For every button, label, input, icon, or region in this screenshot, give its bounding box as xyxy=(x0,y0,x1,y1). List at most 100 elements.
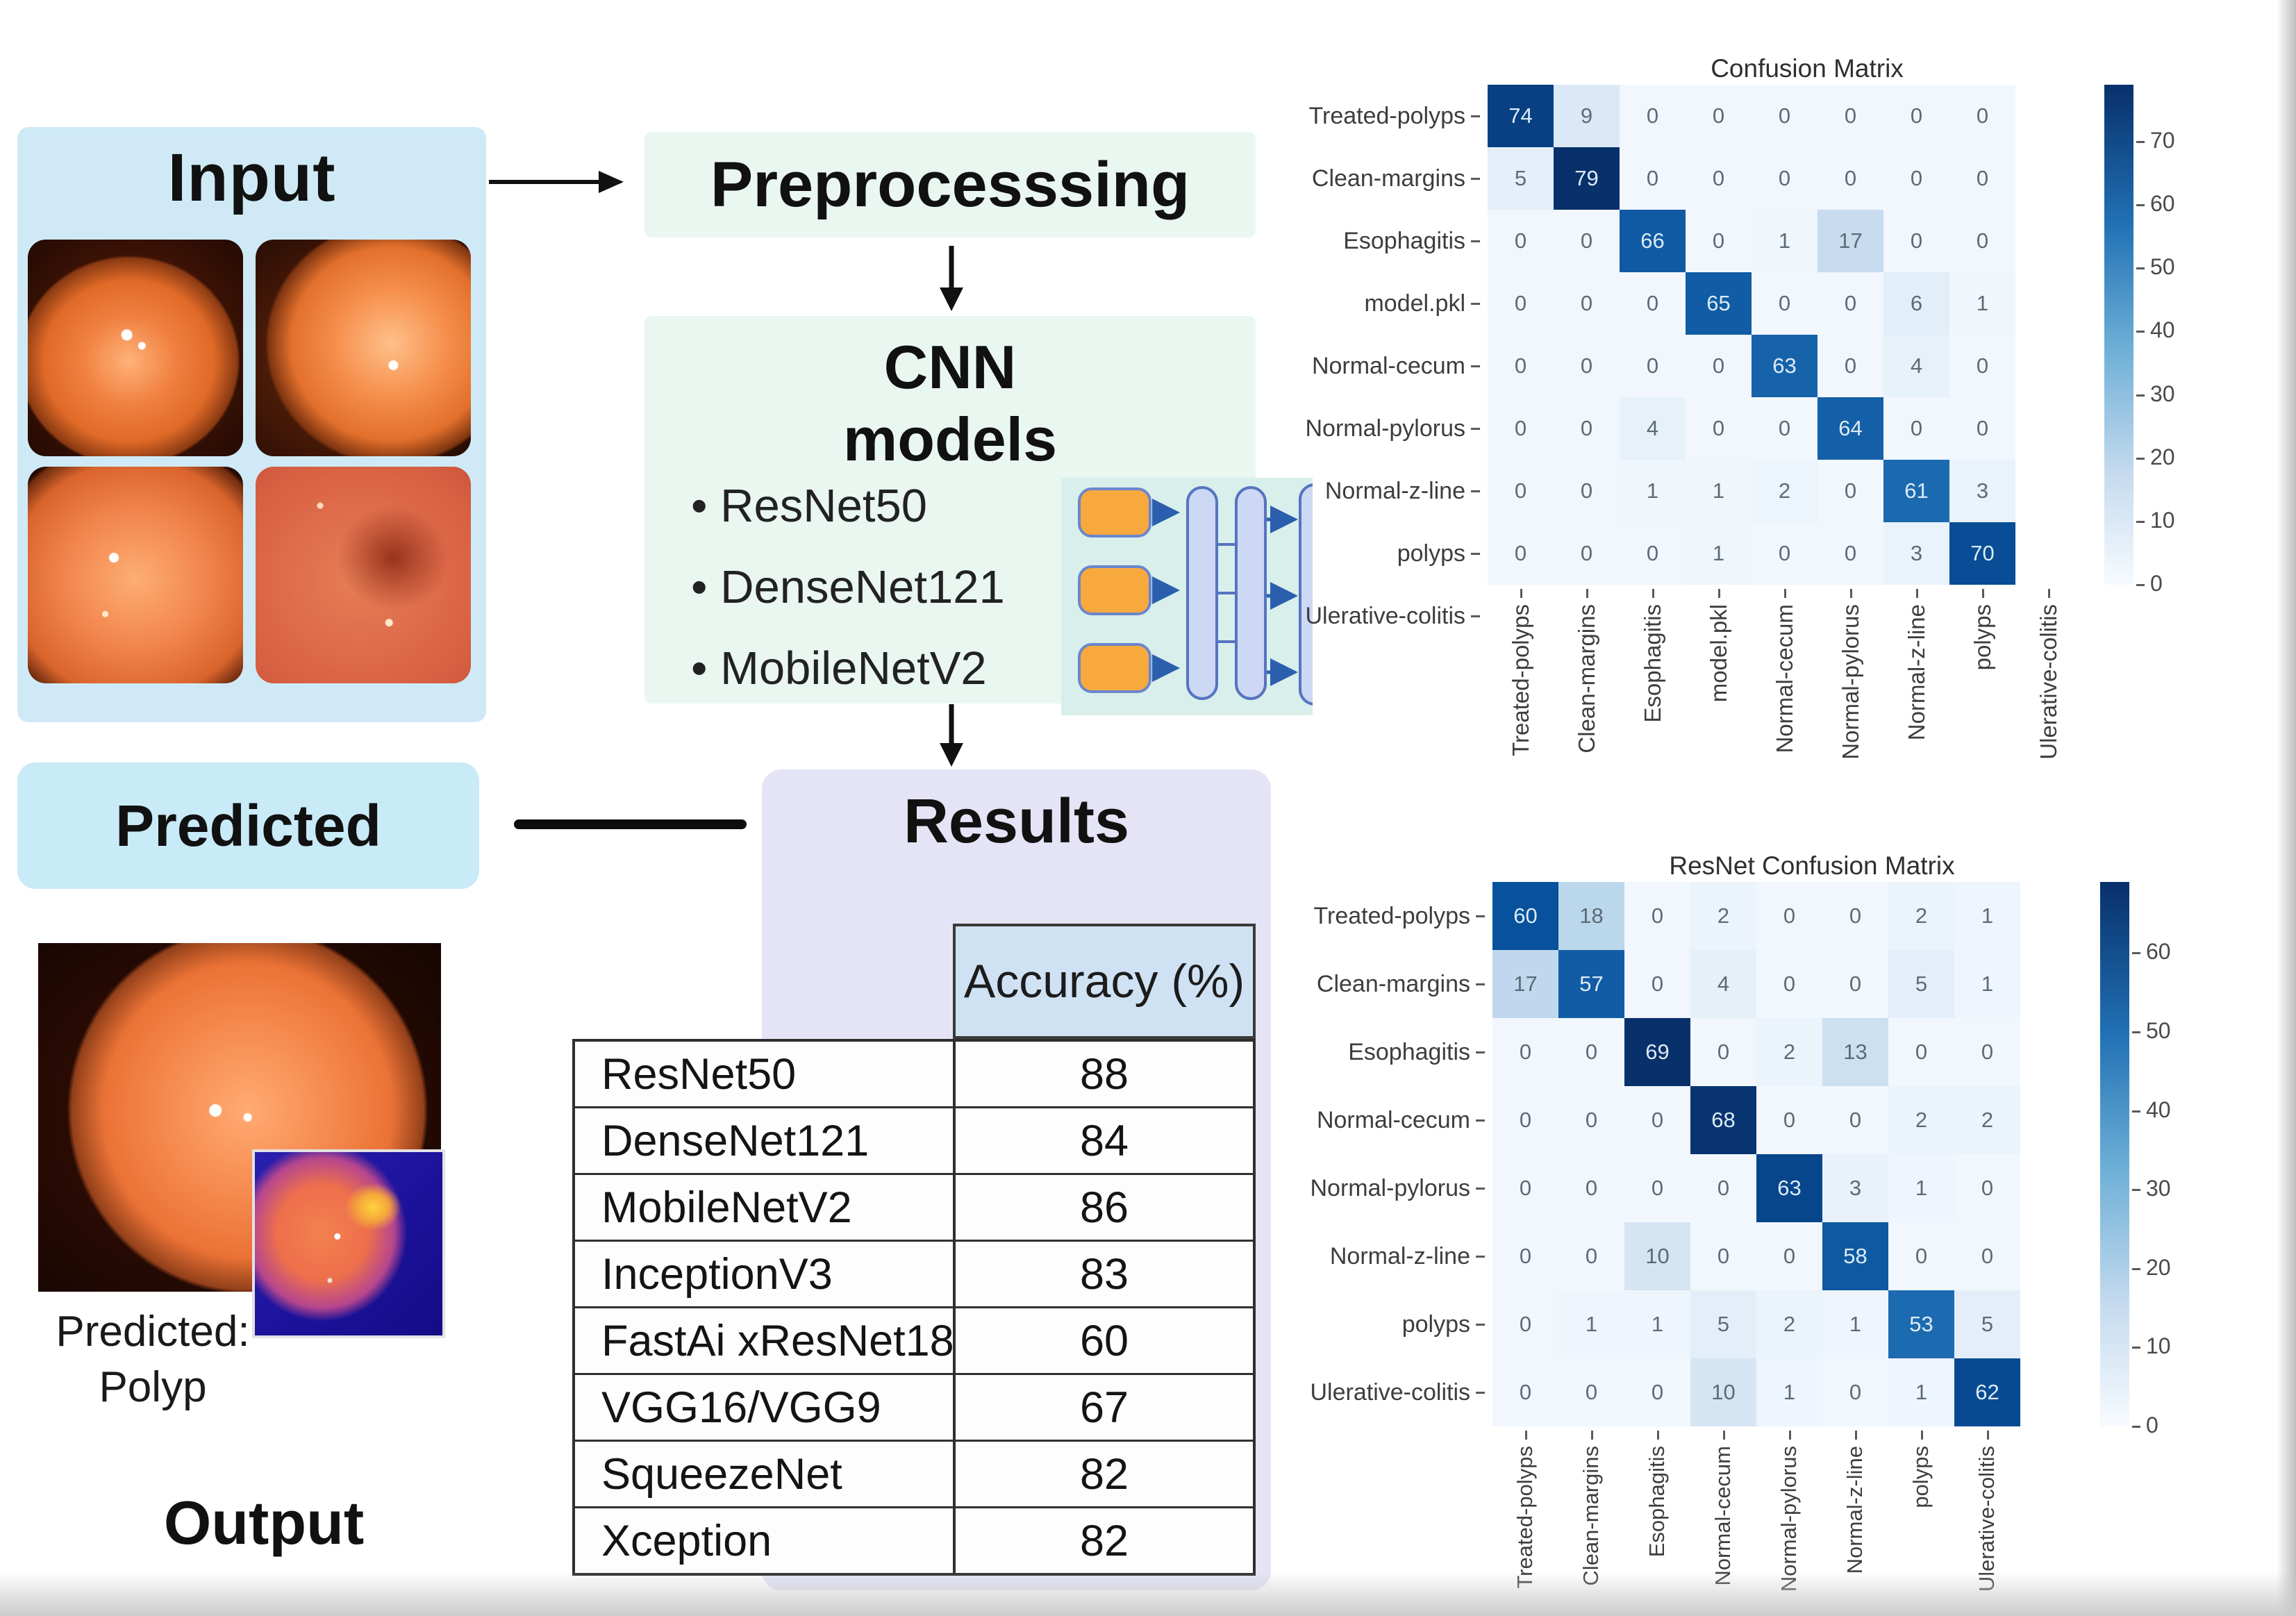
predicted-caption-line1: Predicted: xyxy=(56,1308,250,1356)
cnn-title-line2: models xyxy=(842,405,1058,474)
colorbar-tick-label: 20 xyxy=(2146,1254,2171,1280)
accuracy-value-cell: 82 xyxy=(1079,1516,1129,1565)
predicted-label: Predicted xyxy=(115,793,381,858)
preprocessing-label: Preprocesssing xyxy=(710,149,1190,220)
matrix-cell: 0 xyxy=(1756,1086,1822,1154)
axis-tick xyxy=(1471,615,1480,617)
matrix-cell: 63 xyxy=(1752,335,1817,397)
matrix-cell: 0 xyxy=(1756,882,1822,950)
col-label: Ulerative-colitis xyxy=(1974,1446,1999,1592)
matrix-cell: 0 xyxy=(1554,460,1620,522)
layer-shape-icon xyxy=(1235,486,1267,700)
matrix-cell: 0 xyxy=(1949,85,2015,147)
matrix-cell: 2 xyxy=(1888,882,1954,950)
colorbar-tick-label: 40 xyxy=(2150,317,2175,343)
matrix-cell: 0 xyxy=(1752,272,1817,335)
row-label: Esophagitis xyxy=(1343,228,1465,254)
axis-tick xyxy=(1476,1188,1485,1190)
matrix-cell: 0 xyxy=(1690,1222,1756,1290)
matrix-cell: 63 xyxy=(1756,1154,1822,1222)
matrix-cell: 0 xyxy=(1949,335,2015,397)
matrix-cell: 0 xyxy=(1620,272,1686,335)
matrix-cell: 2 xyxy=(1756,1018,1822,1086)
model-name-cell: Xception xyxy=(575,1508,956,1573)
confusion-matrix-bottom-title: ResNet Confusion Matrix xyxy=(1669,851,1955,880)
matrix-cell: 0 xyxy=(1558,1358,1624,1426)
colorbar-tick xyxy=(2136,204,2145,207)
matrix-cell: 58 xyxy=(1822,1222,1888,1290)
model-name-cell: DenseNet121 xyxy=(575,1108,956,1173)
matrix-cell: 0 xyxy=(1554,397,1620,460)
cnn-title-line1: CNN xyxy=(883,333,1017,401)
axis-tick xyxy=(1849,589,1852,598)
matrix-cell: 17 xyxy=(1492,950,1558,1018)
colorbar xyxy=(2100,882,2129,1426)
matrix-cell: 9 xyxy=(1554,85,1620,147)
col-label: polyps xyxy=(1969,604,1995,671)
col-label: Normal-z-line xyxy=(1842,1446,1867,1574)
matrix-cell: 62 xyxy=(1954,1358,2020,1426)
axis-tick xyxy=(1520,589,1522,598)
matrix-cell: 0 xyxy=(1492,1358,1558,1426)
matrix-cell: 2 xyxy=(1954,1086,2020,1154)
input-title: Input xyxy=(167,140,336,215)
row-label: Normal-z-line xyxy=(1329,1243,1470,1269)
matrix-cell: 5 xyxy=(1888,950,1954,1018)
matrix-cell: 0 xyxy=(1624,1358,1690,1426)
axis-tick xyxy=(1476,983,1485,985)
matrix-cell: 0 xyxy=(1620,335,1686,397)
row-label: Esophagitis xyxy=(1348,1039,1470,1065)
matrix-cell: 1 xyxy=(1752,210,1817,272)
accuracy-value-cell: 82 xyxy=(1079,1449,1129,1499)
matrix-cell: 53 xyxy=(1888,1290,1954,1358)
matrix-cell: 0 xyxy=(1817,460,1883,522)
accuracy-value-cell: 60 xyxy=(1079,1316,1129,1365)
colorbar-tick xyxy=(2132,1347,2140,1349)
matrix-cell: 0 xyxy=(1488,397,1554,460)
matrix-cell: 1 xyxy=(1822,1290,1888,1358)
row-label: polyps xyxy=(1397,540,1465,567)
matrix-cell: 0 xyxy=(1888,1222,1954,1290)
matrix-cell: 1 xyxy=(1888,1154,1954,1222)
matrix-cell: 0 xyxy=(1624,882,1690,950)
matrix-cell: 69 xyxy=(1624,1018,1690,1086)
matrix-cell: 0 xyxy=(1756,1222,1822,1290)
matrix-cell: 0 xyxy=(1817,85,1883,147)
output-label: Output xyxy=(163,1488,365,1557)
row-label: Treated-polyps xyxy=(1308,103,1465,129)
results-title: Results xyxy=(903,787,1130,856)
accuracy-table-header: Accuracy (%) xyxy=(953,924,1256,1039)
row-label: Normal-cecum xyxy=(1311,353,1465,379)
axis-tick xyxy=(1986,1431,1989,1440)
table-row: FastAi xResNet18 60 xyxy=(575,1308,1253,1375)
axis-tick xyxy=(1656,1431,1659,1440)
matrix-cell: 2 xyxy=(1756,1290,1822,1358)
matrix-cell: 0 xyxy=(1954,1018,2020,1086)
matrix-cell: 0 xyxy=(1492,1290,1558,1358)
col-label: Normal-z-line xyxy=(1903,604,1929,741)
col-label: Normal-cecum xyxy=(1710,1446,1735,1586)
table-row: Xception 82 xyxy=(575,1508,1253,1573)
matrix-cell: 0 xyxy=(1554,522,1620,585)
axis-tick xyxy=(1471,365,1480,367)
row-label: model.pkl xyxy=(1364,290,1465,317)
row-label: Normal-pylorus xyxy=(1310,1175,1471,1201)
matrix-cell: 0 xyxy=(1492,1018,1558,1086)
model-name-cell: FastAi xResNet18 xyxy=(575,1308,956,1373)
output-heatmap-image xyxy=(252,1149,445,1338)
matrix-cell: 0 xyxy=(1554,335,1620,397)
matrix-cell: 0 xyxy=(1624,950,1690,1018)
matrix-cell: 5 xyxy=(1488,147,1554,210)
colorbar-tick-label: 30 xyxy=(2146,1176,2171,1201)
colorbar-tick xyxy=(2136,520,2145,523)
axis-tick xyxy=(1471,428,1480,430)
col-label: Treated-polyps xyxy=(1512,1446,1537,1589)
page-edge-shade xyxy=(2277,0,2296,1616)
row-label: Normal-cecum xyxy=(1316,1107,1470,1133)
matrix-cell: 0 xyxy=(1558,1018,1624,1086)
matrix-cell: 0 xyxy=(1888,1018,1954,1086)
matrix-cell: 4 xyxy=(1690,950,1756,1018)
matrix-cell: 0 xyxy=(1488,522,1554,585)
neural-network-diagram xyxy=(1061,478,1313,715)
